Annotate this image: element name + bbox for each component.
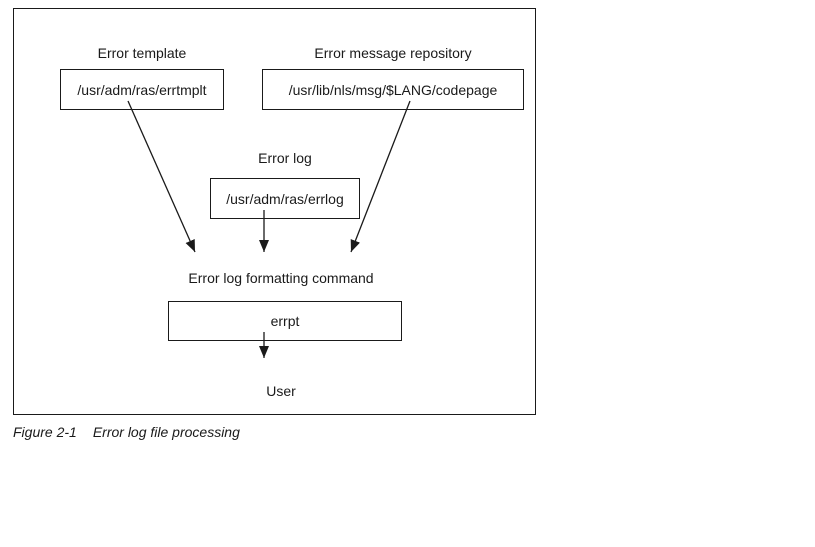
user-label: User	[266, 383, 296, 399]
error-message-repository-file-box: /usr/lib/nls/msg/$LANG/codepage	[262, 69, 524, 110]
error-template-label: Error template	[97, 45, 187, 61]
figure-frame: Error template /usr/adm/ras/errtmplt Err…	[13, 8, 536, 415]
errpt-command-name: errpt	[270, 313, 300, 329]
errpt-command-box: errpt	[168, 301, 402, 341]
figure-caption: Figure 2-1 Error log file processing	[13, 424, 240, 440]
error-message-repository-file-path: /usr/lib/nls/msg/$LANG/codepage	[288, 81, 498, 98]
error-log-label: Error log	[258, 150, 312, 166]
error-log-file-box: /usr/adm/ras/errlog	[210, 178, 360, 219]
error-template-file-box: /usr/adm/ras/errtmplt	[60, 69, 224, 110]
formatting-command-label: Error log formatting command	[188, 270, 374, 286]
figure-caption-label: Figure 2-1	[13, 424, 77, 440]
error-log-file-path: /usr/adm/ras/errlog	[226, 190, 344, 207]
error-message-repository-label: Error message repository	[314, 45, 472, 61]
error-template-file-path: /usr/adm/ras/errtmplt	[77, 81, 207, 98]
figure-caption-title: Error log file processing	[92, 424, 240, 440]
